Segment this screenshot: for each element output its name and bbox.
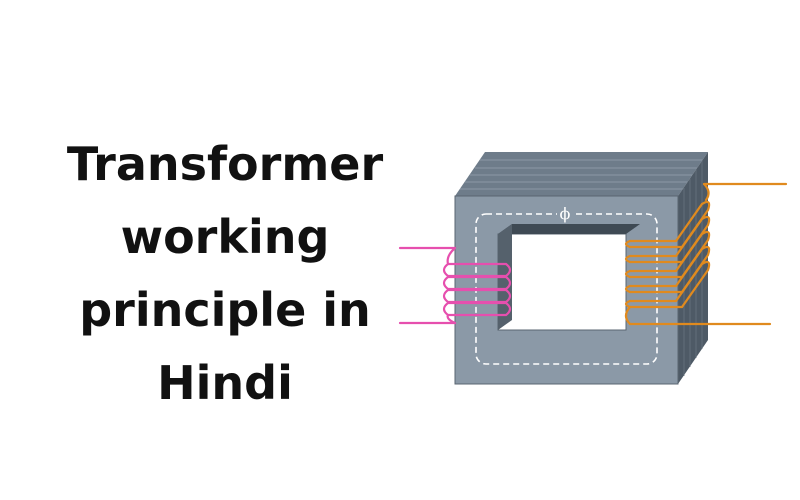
transformer-diagram: ϕ [398,152,788,385]
page-title: Transformer working principle in Hindi [30,128,420,420]
primary-winding [398,246,512,325]
core-window-top-depth [498,224,640,234]
title-line-2: working [120,210,330,264]
secondary-winding [624,182,788,326]
core-laminations [460,159,703,190]
title-line-1: Transformer [66,137,384,191]
flux-symbol: ϕ [560,204,571,223]
title-line-3: principle in [79,283,371,337]
title-line-4: Hindi [157,356,293,410]
core-top-face [455,152,708,196]
core-side-face [678,152,708,384]
